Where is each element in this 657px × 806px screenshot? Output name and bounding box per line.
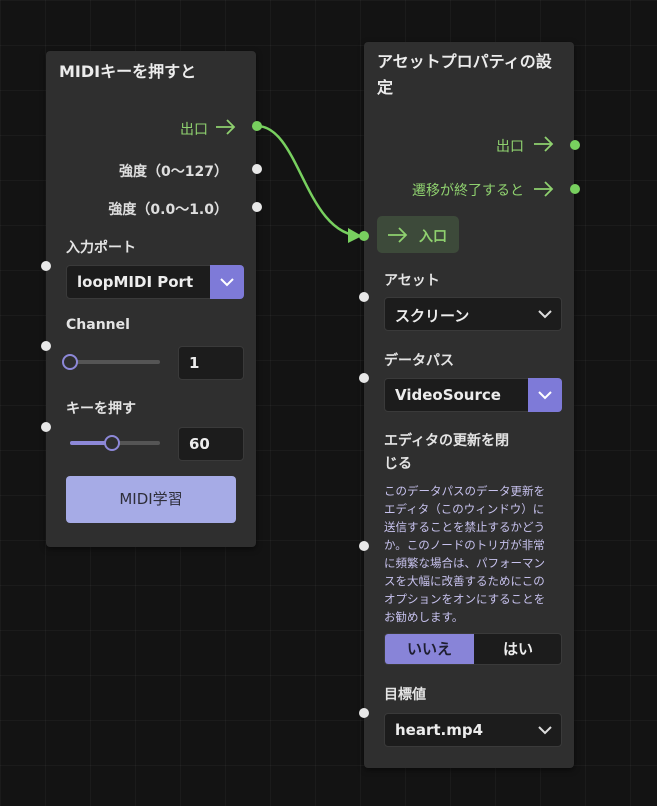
key-slider-thumb[interactable] <box>104 435 120 451</box>
description-line: か。このノードのトリガが非常 <box>384 538 545 552</box>
output-label-velocity-float: 強度（0.0〜1.0） <box>108 202 228 218</box>
target-value-select[interactable]: heart.mp4 <box>384 713 562 747</box>
input-socket-key[interactable] <box>41 422 51 432</box>
arrow-right-icon <box>534 136 554 152</box>
key-input[interactable]: 60 <box>178 427 244 461</box>
channel-value: 1 <box>189 354 200 372</box>
toggle-option-yes[interactable]: はい <box>502 640 533 658</box>
channel-slider-track[interactable] <box>70 360 160 364</box>
output-label-transition-end: 遷移が終了すると <box>412 183 524 199</box>
input-socket-target-value[interactable] <box>359 708 369 718</box>
node-title: MIDIキーを押すと <box>59 62 197 81</box>
channel-input[interactable]: 1 <box>178 346 244 380</box>
asset-label: アセット <box>384 273 440 289</box>
chevron-down-icon <box>538 310 552 319</box>
description-line: オプションをオンにすることを <box>384 592 546 606</box>
input-port-value: loopMIDI Port <box>77 273 194 291</box>
input-socket-data-path[interactable] <box>359 373 369 383</box>
arrow-right-icon <box>534 181 554 197</box>
block-editor-label-line1: エディタの更新を閉 <box>384 433 510 449</box>
node-title-line2: 定 <box>377 78 394 97</box>
input-socket-entry[interactable] <box>359 231 369 241</box>
description-line: エディタ（このウィンドウ）に <box>384 502 545 516</box>
midi-key-node[interactable]: MIDIキーを押すと 出口 強度（0〜127） 強度（0.0〜1.0） 入力ポー… <box>46 51 256 547</box>
arrow-right-icon <box>388 227 408 243</box>
input-port-label: 入力ポート <box>66 240 136 256</box>
channel-label: Channel <box>66 317 130 333</box>
output-socket-velocity-int[interactable] <box>252 164 262 174</box>
input-entry-chip[interactable]: 入口 <box>377 216 459 253</box>
block-editor-label-line2: じる <box>384 456 412 472</box>
output-label-velocity-int: 強度（0〜127） <box>119 164 228 180</box>
chevron-down-icon <box>538 726 552 735</box>
key-label: キーを押す <box>66 401 136 417</box>
channel-slider-thumb[interactable] <box>62 354 78 370</box>
input-port-select[interactable]: loopMIDI Port <box>66 265 244 299</box>
data-path-select[interactable]: VideoSource <box>384 378 562 412</box>
target-value-label: 目標値 <box>384 687 426 703</box>
output-label-exit: 出口 <box>180 122 208 138</box>
output-socket-velocity-float[interactable] <box>252 202 262 212</box>
input-socket-asset[interactable] <box>359 292 369 302</box>
block-editor-description: このデータパスのデータ更新を エディタ（このウィンドウ）に 送信することを禁止す… <box>384 482 569 626</box>
key-slider-fill <box>70 441 114 445</box>
input-socket-block-editor[interactable] <box>359 541 369 551</box>
node-title-line1: アセットプロパティの設 <box>377 52 552 71</box>
input-socket-channel[interactable] <box>41 341 51 351</box>
chevron-down-icon <box>220 278 234 287</box>
key-value: 60 <box>189 435 210 453</box>
description-line: お勧めします。 <box>384 610 464 624</box>
description-line: スを大幅に改善するためにこの <box>384 574 545 588</box>
description-line: このデータパスのデータ更新を <box>384 484 545 498</box>
target-value: heart.mp4 <box>395 721 484 739</box>
description-line: に頻繁な場合は、パフォーマン <box>384 556 545 570</box>
dropdown-button[interactable] <box>528 378 562 412</box>
input-socket-port[interactable] <box>41 261 51 271</box>
asset-value: スクリーン <box>395 307 470 325</box>
data-path-value: VideoSource <box>395 386 501 404</box>
block-editor-toggle[interactable]: いいえ はい <box>384 633 562 665</box>
asset-select[interactable]: スクリーン <box>384 297 562 331</box>
output-label-exit: 出口 <box>496 139 524 155</box>
chevron-down-icon <box>538 391 552 400</box>
description-line: 送信することを禁止するかどう <box>384 520 545 534</box>
set-asset-property-node[interactable]: アセットプロパティの設 定 出口 遷移が終了すると 入口 アセット スクリーン … <box>364 42 574 768</box>
output-socket-exit[interactable] <box>252 121 262 131</box>
arrow-right-icon <box>216 119 236 135</box>
input-label-entry: 入口 <box>419 229 447 245</box>
output-socket-exit[interactable] <box>570 140 580 150</box>
toggle-option-no[interactable]: いいえ <box>385 634 474 664</box>
data-path-label: データパス <box>384 353 454 369</box>
output-socket-transition-end[interactable] <box>570 184 580 194</box>
midi-learn-button[interactable]: MIDI学習 <box>66 476 236 523</box>
dropdown-button[interactable] <box>210 265 244 299</box>
